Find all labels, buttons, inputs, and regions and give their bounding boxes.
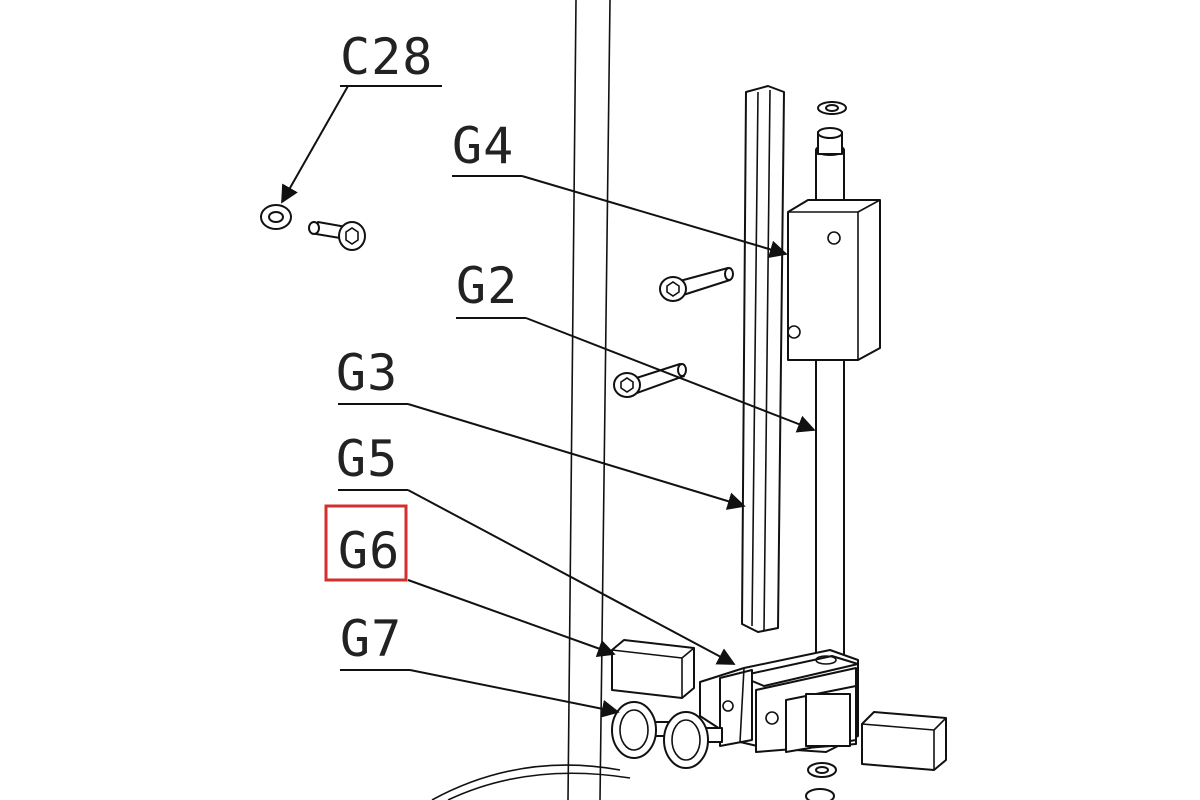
- rail-screw-lower: [613, 363, 687, 398]
- label-g6: G6: [338, 522, 400, 580]
- label-g5: G5: [336, 430, 398, 488]
- label-g4: G4: [452, 117, 514, 175]
- lower-washer: [807, 762, 837, 778]
- label-c28-group: C28: [281, 28, 442, 204]
- g7-knob-left: [611, 701, 675, 759]
- right-block: [861, 711, 947, 771]
- frame-edge: [567, 0, 611, 800]
- label-g2-group: G2: [456, 257, 816, 433]
- g7-knob-right: [663, 711, 723, 769]
- label-c28: C28: [340, 28, 433, 86]
- label-g6-highlight-box: [324, 504, 408, 582]
- g4-block: [787, 199, 881, 361]
- label-g7-group: G7: [340, 610, 620, 718]
- g6-block: [611, 639, 695, 699]
- label-g3-group: G3: [336, 344, 746, 510]
- label-g3: G3: [336, 344, 398, 402]
- label-g5-group: G5: [336, 430, 736, 665]
- g5-clamp: [699, 649, 859, 753]
- top-washer: [817, 101, 847, 115]
- g3-rail: [741, 85, 785, 633]
- label-g4-group: G4: [452, 117, 788, 259]
- c28-washer: [260, 204, 292, 230]
- rail-screw-upper: [659, 267, 734, 302]
- bottom-nut: [805, 788, 835, 800]
- label-g6-group: G6: [324, 504, 616, 657]
- label-g7: G7: [340, 610, 402, 668]
- base-curve: [431, 764, 631, 800]
- label-g2: G2: [456, 257, 518, 315]
- c28-screw: [308, 221, 366, 251]
